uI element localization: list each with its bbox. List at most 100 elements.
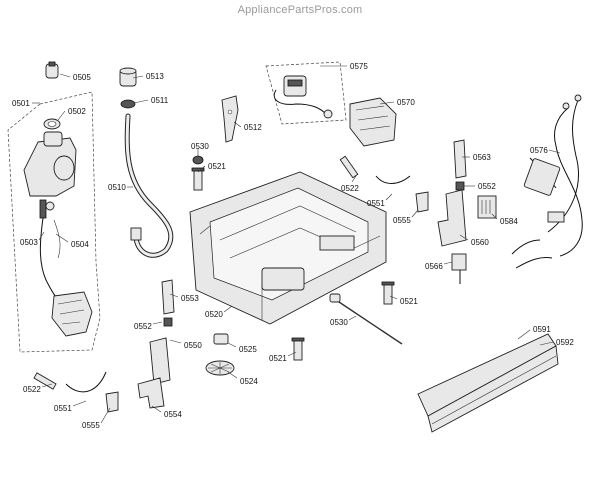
part-label-0552: 0552 [134, 322, 152, 331]
part-label-0552: 0552 [478, 182, 496, 191]
part-label-0521: 0521 [208, 162, 226, 171]
leader-line [411, 209, 419, 218]
part-label-0592: 0592 [556, 338, 574, 347]
leader-line [152, 321, 163, 325]
part-label-0521: 0521 [400, 297, 418, 306]
leader-line [169, 339, 182, 344]
leader-line [548, 149, 561, 154]
part-label-0530: 0530 [191, 142, 209, 151]
part-0512-bracket [221, 95, 239, 143]
leader-line [443, 261, 453, 265]
part-0576-harness [511, 94, 583, 269]
part-label-0501: 0501 [12, 99, 30, 108]
leader-line [287, 351, 297, 357]
part-label-0504: 0504 [71, 240, 89, 249]
part-0570-module [349, 97, 397, 147]
part-label-0522: 0522 [341, 184, 359, 193]
part-label-0553: 0553 [181, 294, 199, 303]
part-label-0555: 0555 [393, 216, 411, 225]
part-0522-screw-b [33, 372, 57, 390]
part-0524-disc [205, 360, 235, 376]
leader-line [385, 193, 393, 201]
part-label-0503: 0503 [20, 238, 38, 247]
leader-line [100, 407, 111, 424]
leader-line [351, 175, 357, 183]
leader-line [227, 371, 238, 379]
part-0521-screw-a [191, 167, 205, 191]
part-label-0566: 0566 [425, 262, 443, 271]
part-label-0511: 0511 [151, 96, 169, 105]
leader-line [348, 315, 357, 321]
part-0563-bracket [453, 139, 467, 179]
part-0502-ring [43, 118, 61, 130]
leader-line [379, 101, 395, 105]
part-0551-wire-a [375, 175, 411, 184]
part-label-0513: 0513 [146, 72, 164, 81]
part-0555-clip-b [105, 391, 119, 413]
leader-line [41, 383, 53, 388]
leader-line [539, 341, 554, 346]
part-0510-hose [124, 113, 174, 258]
part-label-0591: 0591 [533, 325, 551, 334]
part-0530-rod [329, 293, 403, 345]
part-0550-bracket [149, 337, 171, 385]
leader-line [227, 342, 237, 348]
leader-line [38, 231, 45, 241]
part-0575-pump [273, 75, 333, 119]
part-label-0524: 0524 [240, 377, 258, 386]
part-label-0520: 0520 [205, 310, 223, 319]
part-0522-screw-a [339, 155, 359, 179]
part-label-0550: 0550 [184, 341, 202, 350]
pump-assembly-outline [265, 61, 347, 125]
part-label-0575: 0575 [350, 62, 368, 71]
part-label-0512: 0512 [244, 123, 262, 132]
part-0555-clip-a [415, 191, 429, 213]
part-0525-clip [213, 333, 229, 345]
leader-line [169, 293, 179, 298]
leader-line [151, 405, 162, 413]
leader-line [389, 295, 398, 300]
leader-lines [32, 65, 561, 424]
part-label-0502: 0502 [68, 107, 86, 116]
part-0521-screw-b [291, 337, 305, 361]
part-label-0510: 0510 [108, 183, 126, 192]
part-inlet-funnel [51, 291, 93, 337]
part-0503-wire [39, 217, 61, 303]
part-0551-wire-b [65, 371, 107, 393]
part-0520-base-frame [189, 171, 387, 325]
part-label-0554: 0554 [164, 410, 182, 419]
leader-line [72, 400, 87, 407]
part-0554-bracket [137, 377, 165, 409]
leader-line [59, 73, 71, 78]
leader-line [233, 121, 242, 128]
part-0566-sensor [451, 253, 467, 284]
part-0504-tube [53, 219, 61, 259]
part-label-0505: 0505 [73, 73, 91, 82]
part-0552-clip-a [455, 181, 465, 191]
part-0530-plug [192, 155, 204, 165]
part-0521-screw-c [381, 281, 395, 305]
part-label-0563: 0563 [473, 153, 491, 162]
leader-line [57, 110, 66, 121]
part-0513-cap [119, 67, 137, 87]
part-label-0570: 0570 [397, 98, 415, 107]
part-label-0521: 0521 [269, 354, 287, 363]
part-label-0560: 0560 [471, 238, 489, 247]
part-label-0555: 0555 [82, 421, 100, 430]
part-label-0576: 0576 [530, 146, 548, 155]
leader-line [223, 305, 233, 313]
inlet-assembly-outline [7, 91, 101, 353]
part-0511-clamp [120, 99, 136, 109]
leader-line [133, 99, 149, 104]
part-label-0530: 0530 [330, 318, 348, 327]
part-label-0584: 0584 [500, 217, 518, 226]
part-0505-cap [45, 61, 59, 79]
part-0552-clip-b [163, 317, 173, 327]
part-0501-valve [23, 131, 77, 219]
leader-line [459, 234, 469, 241]
part-label-0551: 0551 [54, 404, 72, 413]
part-label-0551: 0551 [367, 199, 385, 208]
part-label-0525: 0525 [239, 345, 257, 354]
part-labels: 0505 0513 0575 0501 0511 0570 0502 0512 0576 0530… [12, 62, 574, 430]
